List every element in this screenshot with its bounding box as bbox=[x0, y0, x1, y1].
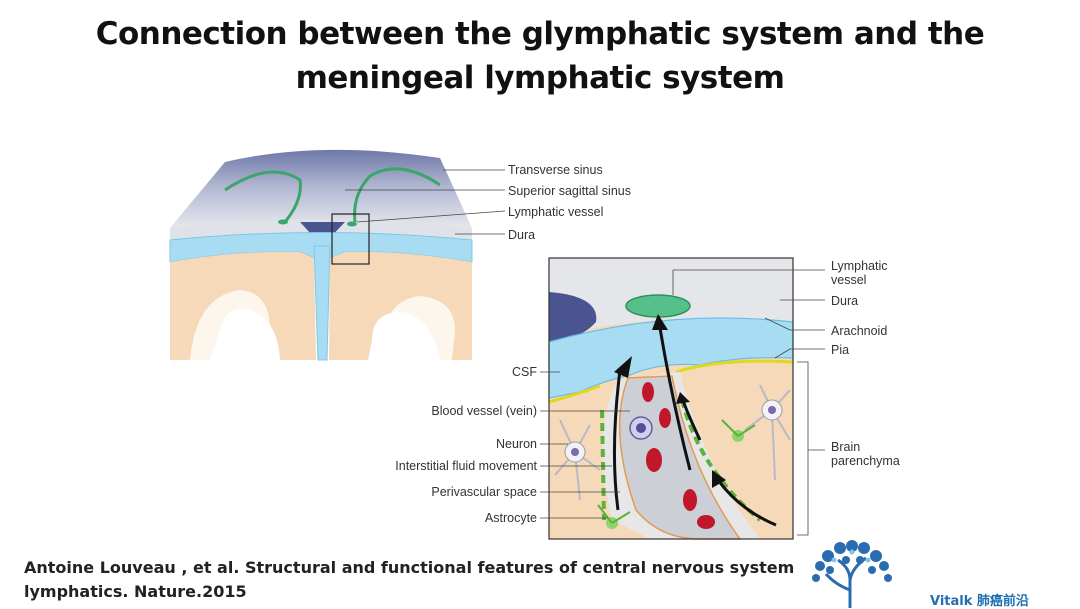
slide-title: Connection between the glymphatic system… bbox=[0, 12, 1080, 100]
citation: Antoine Louveau , et al. Structural and … bbox=[24, 556, 794, 604]
label-neuron: Neuron bbox=[496, 437, 537, 451]
title-line-2: meningeal lymphatic system bbox=[295, 60, 785, 96]
detail-pia bbox=[548, 359, 794, 404]
vitalk-logo bbox=[812, 540, 892, 608]
label-detail-lymphatic-line1: Lymphatic bbox=[831, 259, 888, 273]
label-perivascular-space: Perivascular space bbox=[431, 485, 537, 499]
label-blood-vessel: Blood vessel (vein) bbox=[431, 404, 537, 418]
overview-midline bbox=[313, 245, 331, 361]
label-brain-parenchyma-line1: Brain bbox=[831, 440, 861, 454]
label-detail-lymphatic-line2: vessel bbox=[831, 273, 867, 287]
overview-lymphatic-left bbox=[224, 170, 302, 223]
label-brain-parenchyma-line2: parenchyma bbox=[831, 454, 900, 468]
title-line-1: Connection between the glymphatic system… bbox=[95, 16, 985, 52]
detail-frame bbox=[548, 257, 794, 540]
label-superior-sagittal-sinus: Superior sagittal sinus bbox=[508, 184, 631, 198]
detail-illustration bbox=[540, 257, 825, 540]
label-arachnoid: Arachnoid bbox=[831, 324, 888, 338]
citation-line-1: Antoine Louveau , et al. Structural and … bbox=[24, 558, 795, 577]
label-interstitial-fluid: Interstitial fluid movement bbox=[395, 459, 537, 473]
overview-illustration bbox=[169, 149, 506, 361]
label-brain-parenchyma: Brain parenchyma bbox=[831, 440, 900, 468]
label-pia: Pia bbox=[831, 343, 850, 357]
citation-line-2: lymphatics. Nature.2015 bbox=[24, 582, 247, 601]
label-transverse-sinus: Transverse sinus bbox=[508, 163, 603, 177]
label-csf: CSF bbox=[512, 365, 537, 379]
label-dura: Dura bbox=[508, 228, 536, 242]
brand-text: Vitalk 肺癌前沿 bbox=[930, 594, 1029, 609]
label-detail-lymphatic: Lymphatic vessel bbox=[831, 259, 888, 287]
detail-sinus bbox=[549, 292, 597, 342]
detail-arachnoid bbox=[548, 317, 794, 399]
detail-vein bbox=[618, 375, 742, 540]
label-detail-dura: Dura bbox=[831, 294, 859, 308]
overview-lymphatic-right bbox=[353, 167, 441, 223]
detail-neuron bbox=[554, 419, 601, 501]
detail-lymphatic-vessel bbox=[625, 294, 691, 318]
detail-rbc bbox=[642, 382, 654, 402]
label-lymphatic-vessel: Lymphatic vessel bbox=[508, 205, 604, 219]
label-astrocyte: Astrocyte bbox=[484, 511, 537, 525]
zoom-box bbox=[331, 213, 370, 265]
overview-dura-top bbox=[170, 149, 472, 228]
